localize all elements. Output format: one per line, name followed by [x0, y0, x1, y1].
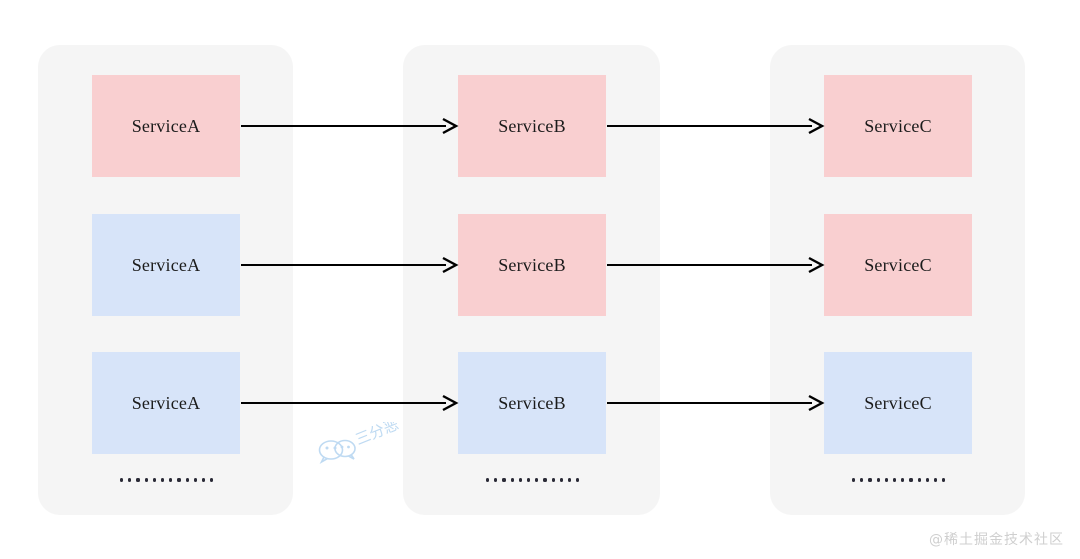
- ellipsis-dot: [185, 478, 189, 482]
- service-node-c-1[interactable]: ServiceC: [824, 75, 972, 177]
- ellipsis-dot: [136, 478, 140, 482]
- service-node-a-2[interactable]: ServiceA: [92, 214, 240, 316]
- service-node-label: ServiceC: [864, 115, 932, 136]
- ellipsis-dot: [535, 478, 539, 482]
- ellipsis-dot: [526, 478, 531, 482]
- ellipsis-dot: [518, 478, 522, 482]
- ellipsis-dot: [942, 478, 946, 482]
- ellipsis-dot: [502, 478, 506, 482]
- ellipsis-dot: [933, 478, 938, 482]
- ellipsis-dot: [901, 478, 905, 482]
- service-node-b-3[interactable]: ServiceB: [458, 352, 606, 454]
- service-node-label: ServiceA: [131, 115, 201, 136]
- ellipsis-dot: [128, 478, 132, 482]
- service-node-b-1[interactable]: ServiceB: [458, 75, 606, 177]
- ellipsis-dot: [201, 478, 206, 482]
- ellipsis-dot: [917, 478, 921, 482]
- ellipsis-dot: [868, 478, 872, 482]
- ellipsis-dot: [884, 478, 888, 482]
- service-node-a-1[interactable]: ServiceA: [92, 75, 240, 177]
- ellipsis-dot: [510, 478, 514, 482]
- service-node-label: ServiceA: [131, 254, 201, 275]
- ellipsis-dot: [144, 478, 148, 482]
- ellipsis-dot: [860, 478, 864, 482]
- ellipsis-dot: [210, 478, 214, 482]
- service-node-c-3[interactable]: ServiceC: [824, 352, 972, 454]
- ellipsis-dot: [169, 478, 173, 482]
- ellipsis-dot: [925, 478, 929, 482]
- wechat-watermark-text: 三分恶: [353, 422, 401, 449]
- service-node-b-2[interactable]: ServiceB: [458, 214, 606, 316]
- ellipsis-dot: [160, 478, 165, 482]
- ellipsis-dot: [177, 478, 181, 482]
- ellipsis-dot: [486, 478, 490, 482]
- ellipsis-dot: [193, 478, 197, 482]
- service-node-label: ServiceB: [498, 254, 566, 275]
- ellipsis-dot: [494, 478, 498, 482]
- wechat-watermark-icon: 三分恶: [318, 422, 401, 465]
- service-node-a-3[interactable]: ServiceA: [92, 352, 240, 454]
- ellipsis-dot: [567, 478, 572, 482]
- ellipsis-dot: [543, 478, 547, 482]
- ellipsis-dot: [120, 478, 124, 482]
- ellipsis-dots-column-b: [486, 475, 580, 485]
- ellipsis-dot: [576, 478, 580, 482]
- brand-watermark: @稀土掘金技术社区: [929, 532, 1064, 548]
- ellipsis-dot: [892, 478, 897, 482]
- service-node-c-2[interactable]: ServiceC: [824, 214, 972, 316]
- service-node-label: ServiceC: [864, 392, 932, 413]
- ellipsis-dot: [852, 478, 856, 482]
- service-node-label: ServiceB: [498, 115, 566, 136]
- service-node-label: ServiceA: [131, 392, 201, 413]
- service-node-label: ServiceB: [498, 392, 566, 413]
- ellipsis-dot: [152, 478, 156, 482]
- ellipsis-dots-column-c: [852, 475, 946, 485]
- ellipsis-dot: [551, 478, 555, 482]
- ellipsis-dots-column-a: [120, 475, 214, 485]
- ellipsis-dot: [909, 478, 913, 482]
- ellipsis-dot: [876, 478, 880, 482]
- service-node-label: ServiceC: [864, 254, 932, 275]
- ellipsis-dot: [559, 478, 563, 482]
